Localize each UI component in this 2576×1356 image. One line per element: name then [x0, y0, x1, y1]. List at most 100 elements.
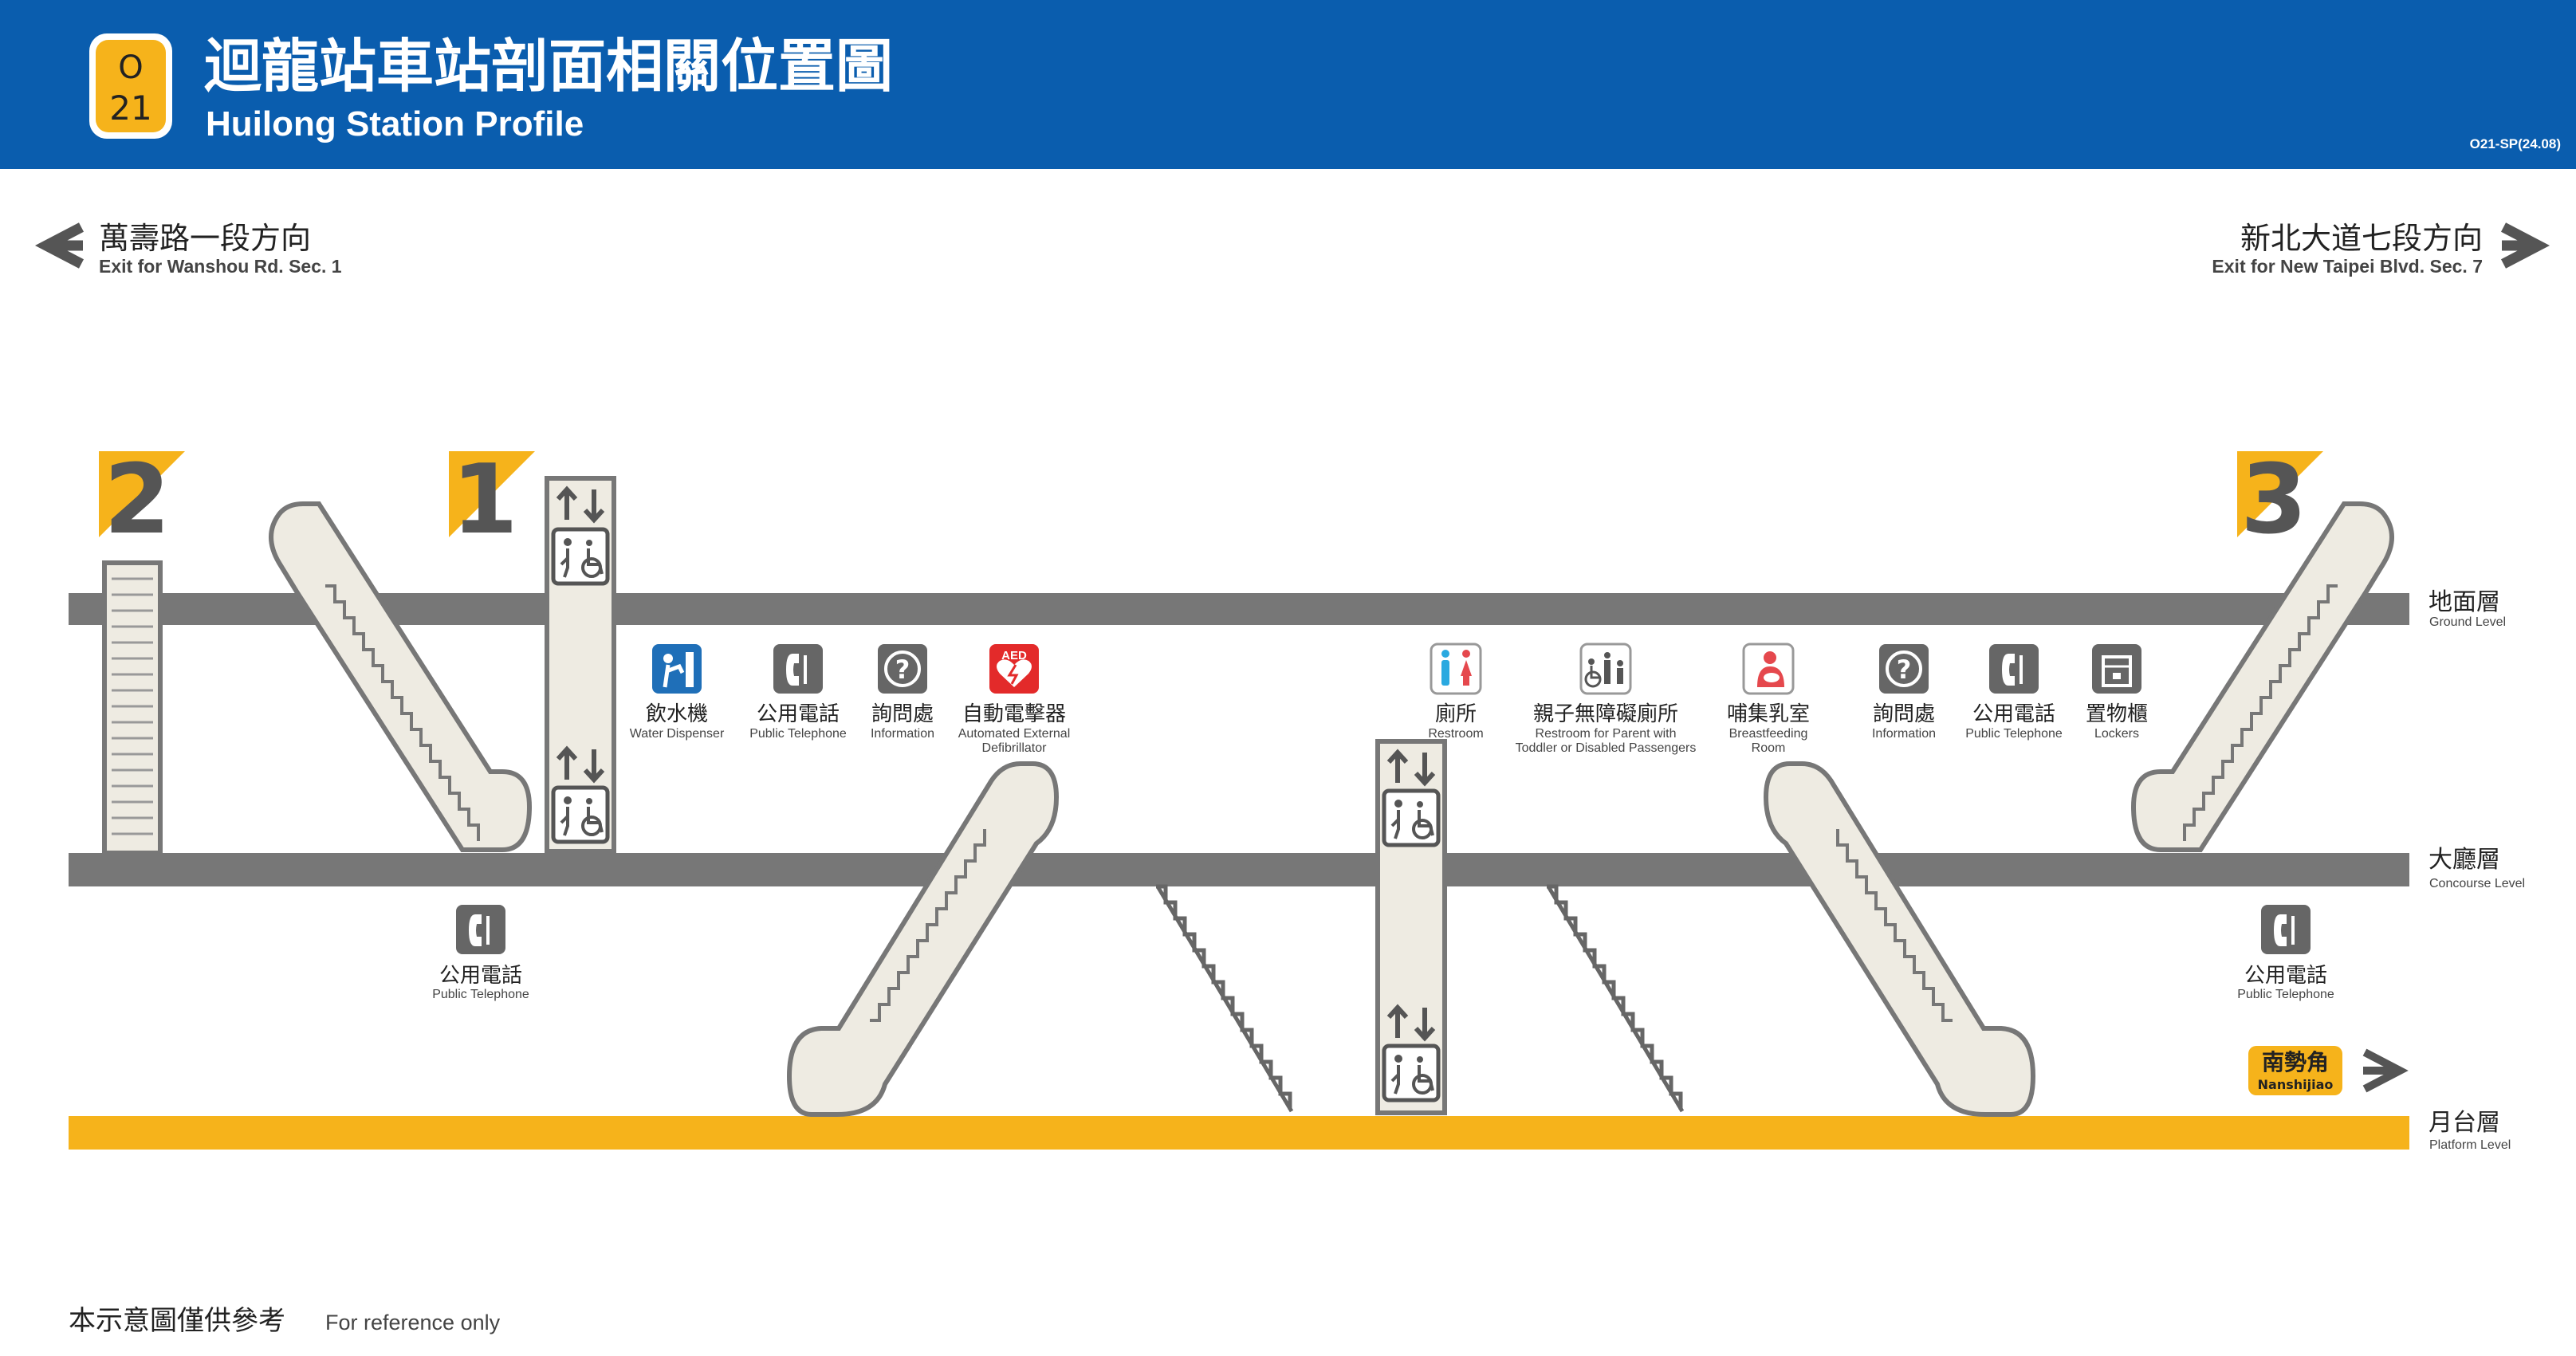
accessible-elevator-icon: [551, 527, 610, 586]
facility-label-zh: 公用電話: [439, 964, 522, 988]
facility-label-zh: 哺集乳室: [1727, 702, 1810, 726]
public-telephone: 公用電話 Public Telephone: [749, 644, 847, 741]
family-restroom: 親子無障礙廁所 Restroom for Parent with Toddler…: [1516, 643, 1697, 755]
lockers-icon: [2092, 644, 2141, 694]
escalator-exit-1: [269, 501, 533, 852]
concourse-level-en: Concourse Level: [2429, 877, 2525, 890]
public-telephone: 公用電話 Public Telephone: [1965, 644, 2063, 741]
public-telephone-icon: [1989, 644, 2039, 694]
facility-label-en: Lockers: [2094, 727, 2139, 741]
facility-label-zh: 公用電話: [757, 702, 840, 726]
direction-right: 新北大道七段方向 Exit for New Taipei Blvd. Sec. …: [2212, 221, 2550, 277]
facility-label-zh: 親子無障礙廁所: [1533, 702, 1678, 726]
accessible-elevator-icon: [1382, 788, 1441, 847]
facility-label-zh: 公用電話: [1972, 702, 2055, 726]
facility-label-zh: 自動電擊器: [962, 702, 1066, 726]
information: ? 詢問處 Information: [871, 644, 934, 741]
facility-label-en: Information: [1872, 727, 1936, 741]
facility-label-zh: 置物櫃: [2086, 702, 2148, 726]
public-telephone-lower-left: 公用電話 Public Telephone: [432, 905, 529, 1001]
direction-right-en: Exit for New Taipei Blvd. Sec. 7: [2212, 256, 2483, 277]
breastfeeding-room: 哺集乳室 Breastfeeding Room: [1727, 643, 1810, 755]
facility-label-zh: 詢問處: [1873, 702, 1935, 726]
escalator-exit-3: [2130, 501, 2394, 852]
ground-level-en: Ground Level: [2429, 615, 2506, 629]
aed: AED 自動電擊器 Automated External Defibrillat…: [958, 644, 1071, 755]
elevator-exit-1: [545, 476, 616, 854]
exit-2-badge: 2: [99, 445, 185, 556]
facility-label-en-2: Defibrillator: [982, 741, 1048, 755]
water-dispenser: 飲水機 Water Dispenser: [630, 644, 725, 741]
station-number-badge: O 21: [89, 33, 172, 139]
exit-3-number: 3: [2240, 445, 2307, 556]
accessible-elevator-icon: [551, 785, 610, 844]
facility-label-en: Automated External: [958, 727, 1071, 741]
facility-label-en-2: Room: [1752, 741, 1786, 755]
ground-level-floor: [69, 593, 2409, 625]
elevator-platform: [1375, 739, 1447, 1115]
public-telephone-icon: [773, 644, 823, 694]
platform-direction-nanshijiao: 南勢角 Nanshijiao: [2248, 1046, 2409, 1095]
arrow-right-icon: [2362, 1048, 2409, 1093]
facility-label-zh: 廁所: [1435, 702, 1477, 726]
facility-label-en: Restroom for Parent with: [1536, 727, 1677, 741]
facility-label-en: Breastfeeding: [1729, 727, 1808, 741]
page-title: 迴龍站車站剖面相關位置圖: [204, 33, 893, 100]
exit-1-number: 1: [451, 445, 518, 556]
exit-3-badge: 3: [2237, 445, 2323, 556]
ground-level-label: 地面層: [2429, 588, 2500, 616]
facility-label-zh: 詢問處: [871, 702, 934, 726]
page-subtitle: Huilong Station Profile: [206, 104, 584, 143]
information-icon: ?: [1879, 644, 1929, 694]
station-number: 21: [109, 88, 151, 128]
facility-label-zh: 飲水機: [646, 702, 708, 726]
facility-label-en: Information: [871, 727, 934, 741]
stairs-platform-right: [1546, 884, 1685, 1113]
facility-label-en: Water Dispenser: [630, 727, 725, 741]
doc-code: O21-SP(24.08): [2470, 136, 2561, 151]
facility-label-en: Public Telephone: [1965, 727, 2063, 741]
restroom: 廁所 Restroom: [1428, 643, 1484, 741]
restroom-icon: [1430, 643, 1482, 695]
direction-left-zh: 萬壽路一段方向: [99, 221, 311, 256]
facility-label-en: Public Telephone: [749, 727, 847, 741]
footer-disclaimer-en: For reference only: [325, 1311, 501, 1334]
line-code: O: [118, 49, 143, 86]
family-restroom-icon: [1579, 643, 1632, 695]
platform-level-floor: [69, 1116, 2409, 1150]
concourse-level-label: 大廳層: [2429, 846, 2500, 874]
public-telephone-icon: [2261, 905, 2311, 954]
direction-left: 萬壽路一段方向 Exit for Wanshou Rd. Sec. 1: [34, 221, 342, 277]
stairs-platform-left: [1155, 884, 1294, 1113]
aed-badge-text: AED: [1001, 649, 1027, 662]
exit-2-number: 2: [104, 445, 171, 556]
platform-level-en: Platform Level: [2429, 1138, 2511, 1152]
public-telephone-lower-right: 公用電話 Public Telephone: [2237, 905, 2334, 1001]
svg-text:?: ?: [1897, 654, 1912, 685]
accessible-elevator-icon: [1382, 1044, 1441, 1102]
facility-label-zh: 公用電話: [2244, 964, 2327, 988]
exit-1-badge: 1: [449, 445, 535, 556]
arrow-left-icon: [34, 222, 85, 269]
platform-direction-zh: 南勢角: [2262, 1049, 2329, 1075]
lockers: 置物櫃 Lockers: [2086, 644, 2148, 741]
svg-text:?: ?: [895, 654, 910, 685]
public-telephone-icon: [456, 905, 505, 954]
facility-label-en: Restroom: [1428, 727, 1483, 741]
facility-label-en: Public Telephone: [432, 988, 529, 1001]
escalator-platform-right: [1763, 761, 2036, 1117]
direction-left-en: Exit for Wanshou Rd. Sec. 1: [99, 256, 342, 277]
up-down-arrows-icon: [556, 485, 605, 524]
water-dispenser-icon: [652, 644, 702, 694]
escalator-platform-left: [786, 761, 1060, 1117]
platform-level-label: 月台層: [2429, 1109, 2500, 1137]
arrow-right-icon: [2500, 222, 2550, 269]
facility-label-en-2: Toddler or Disabled Passengers: [1516, 741, 1697, 755]
facility-label-en: Public Telephone: [2237, 988, 2334, 1001]
breastfeeding-icon: [1742, 643, 1795, 695]
information-icon: ?: [878, 644, 927, 694]
concourse-level-floor: [69, 853, 2409, 886]
information: ? 詢問處 Information: [1872, 644, 1936, 741]
